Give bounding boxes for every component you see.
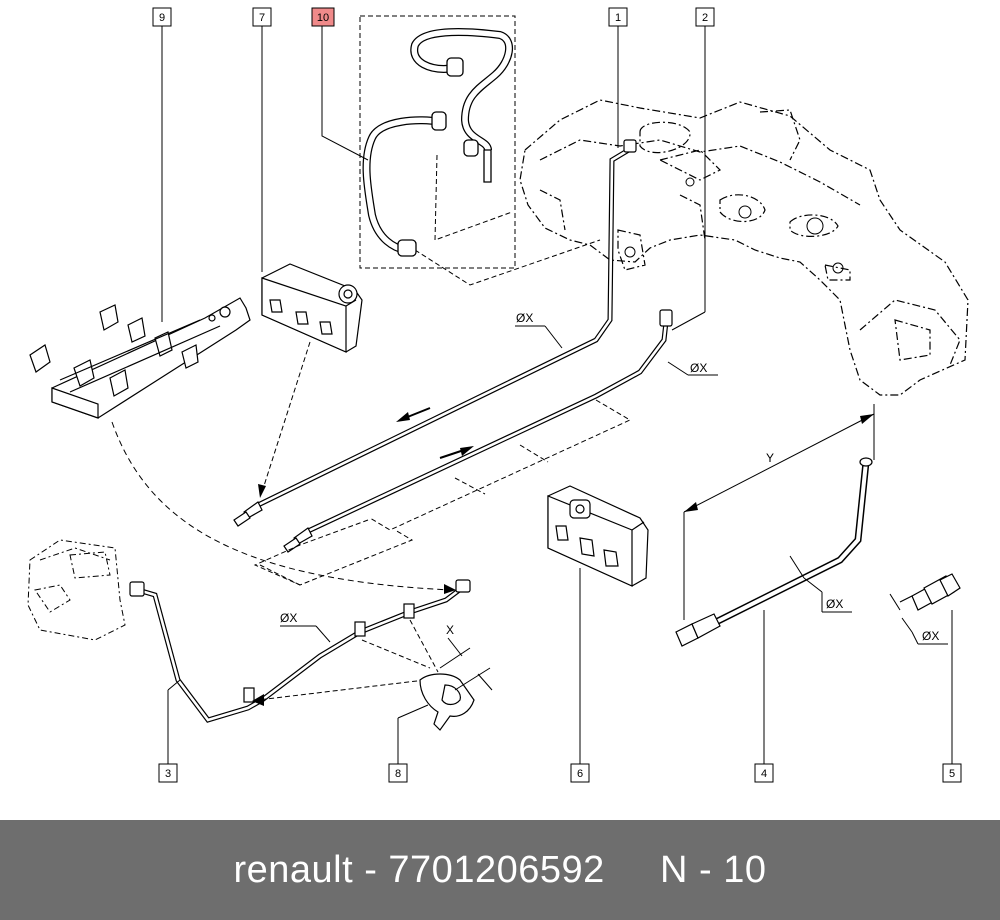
- part7-dashed-arrow: [261, 341, 311, 493]
- pipe-2: [283, 309, 673, 553]
- flow-arrowhead-right: [460, 446, 474, 456]
- tank-detail-marks: [624, 177, 844, 274]
- clip-position-lines: [253, 399, 632, 586]
- part3-leader-b: [167, 679, 181, 691]
- dia-label-pipe1: ØX: [516, 311, 533, 325]
- length-y-arrow-left: [684, 502, 698, 512]
- dia-label-pipe2-group: ØX: [667, 361, 718, 376]
- part8-leader-b: [397, 704, 429, 719]
- length-y-label: Y: [766, 451, 774, 465]
- svg-text:5: 5: [949, 768, 955, 780]
- engine-block-outline: [27, 539, 126, 641]
- dia-label-pipe4: ØX: [826, 597, 843, 611]
- fuel-tank-outline: [519, 99, 969, 396]
- part10-leader: [321, 26, 369, 161]
- dia-label-pipe3: ØX: [280, 611, 297, 625]
- dia-label-pipe3-group: ØX: [280, 611, 331, 643]
- flow-arrowhead-left: [396, 412, 410, 422]
- part8-dashed-lines: [257, 619, 439, 701]
- svg-text:7: 7: [259, 12, 265, 24]
- part10-leader-dash: [414, 154, 601, 286]
- part8-arrowhead: [252, 694, 264, 706]
- union-dia-dimension: [889, 593, 948, 645]
- dia-label-union5: ØX: [922, 629, 939, 643]
- callout-10: 10: [311, 7, 335, 27]
- callout-6: 6: [570, 763, 590, 783]
- svg-text:4: 4: [761, 768, 767, 780]
- pipe-1: [233, 139, 637, 527]
- part7-bracket: [261, 263, 363, 353]
- length-y-arrow-right: [860, 414, 874, 424]
- dia-label-pipe2: ØX: [690, 361, 707, 375]
- dia-label-pipe4-group: ØX: [789, 555, 852, 613]
- part2-leader-b: [671, 311, 706, 331]
- part10-hose-assembly: [362, 28, 513, 257]
- part5-union: [899, 573, 961, 611]
- svg-text:9: 9: [159, 12, 165, 24]
- part8-clip: [419, 673, 475, 731]
- svg-text:6: 6: [577, 768, 583, 780]
- callout-1: 1: [608, 7, 628, 27]
- part-number-caption: renault - 7701206592 N - 10: [233, 848, 767, 891]
- svg-text:8: 8: [395, 768, 401, 780]
- callout-8: 8: [388, 763, 408, 783]
- svg-text:2: 2: [702, 12, 708, 24]
- callout-3: 3: [158, 763, 178, 783]
- clip-x-dimension: [439, 637, 493, 691]
- diagram-canvas: ØX ØX: [27, 7, 969, 783]
- callout-2: 2: [695, 7, 715, 27]
- callout-9: 9: [152, 7, 172, 27]
- pipe-3: [129, 579, 471, 723]
- length-y-dimension: [683, 404, 875, 620]
- callout-7: 7: [252, 7, 272, 27]
- dia-label-pipe1-group: ØX: [515, 311, 563, 349]
- svg-text:3: 3: [165, 768, 171, 780]
- callout-5: 5: [942, 763, 962, 783]
- parts-diagram: ØX ØX: [27, 7, 969, 783]
- clip-x-label: X: [446, 623, 454, 637]
- part6-bracket: [547, 485, 649, 587]
- footer-bar: renault - 7701206592 N - 10: [0, 820, 1000, 920]
- part10-group-box: [359, 15, 516, 269]
- part9-dashed-arrow: [111, 421, 451, 591]
- part9-arrowhead: [444, 584, 456, 594]
- svg-text:10: 10: [317, 12, 329, 24]
- svg-text:1: 1: [615, 12, 621, 24]
- callout-4: 4: [754, 763, 774, 783]
- part7-arrowhead: [258, 484, 266, 498]
- pipe-4: [675, 457, 873, 647]
- part9-clip-rail: [29, 297, 251, 419]
